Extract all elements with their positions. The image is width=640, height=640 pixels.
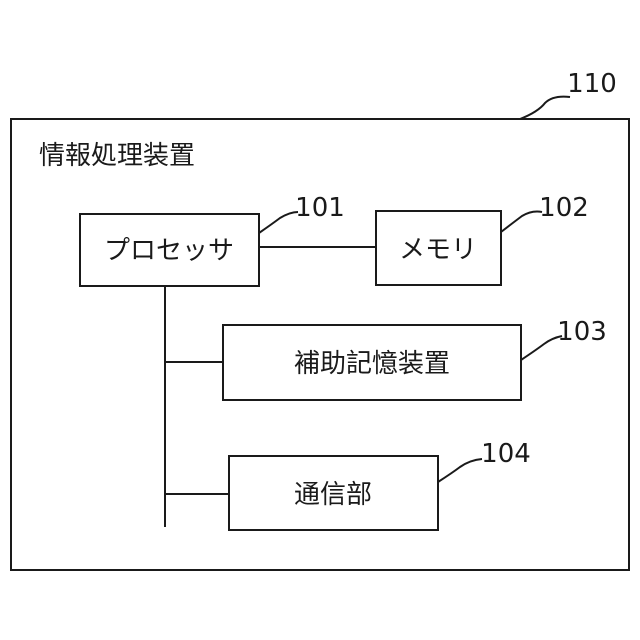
processor-label: プロセッサ [104,236,234,266]
storage-label: 補助記憶装置 [294,349,450,379]
comm-label: 通信部 [294,480,372,510]
storage-ref-number: 103 [557,317,607,347]
memory-label: メモリ [399,235,477,265]
memory-ref-number: 102 [539,193,589,223]
device-leader-line [520,97,570,119]
processor-ref-number: 101 [295,193,345,223]
comm-ref-number: 104 [481,439,531,469]
device-ref-number: 110 [567,69,617,99]
device-title: 情報処理装置 [39,141,195,171]
